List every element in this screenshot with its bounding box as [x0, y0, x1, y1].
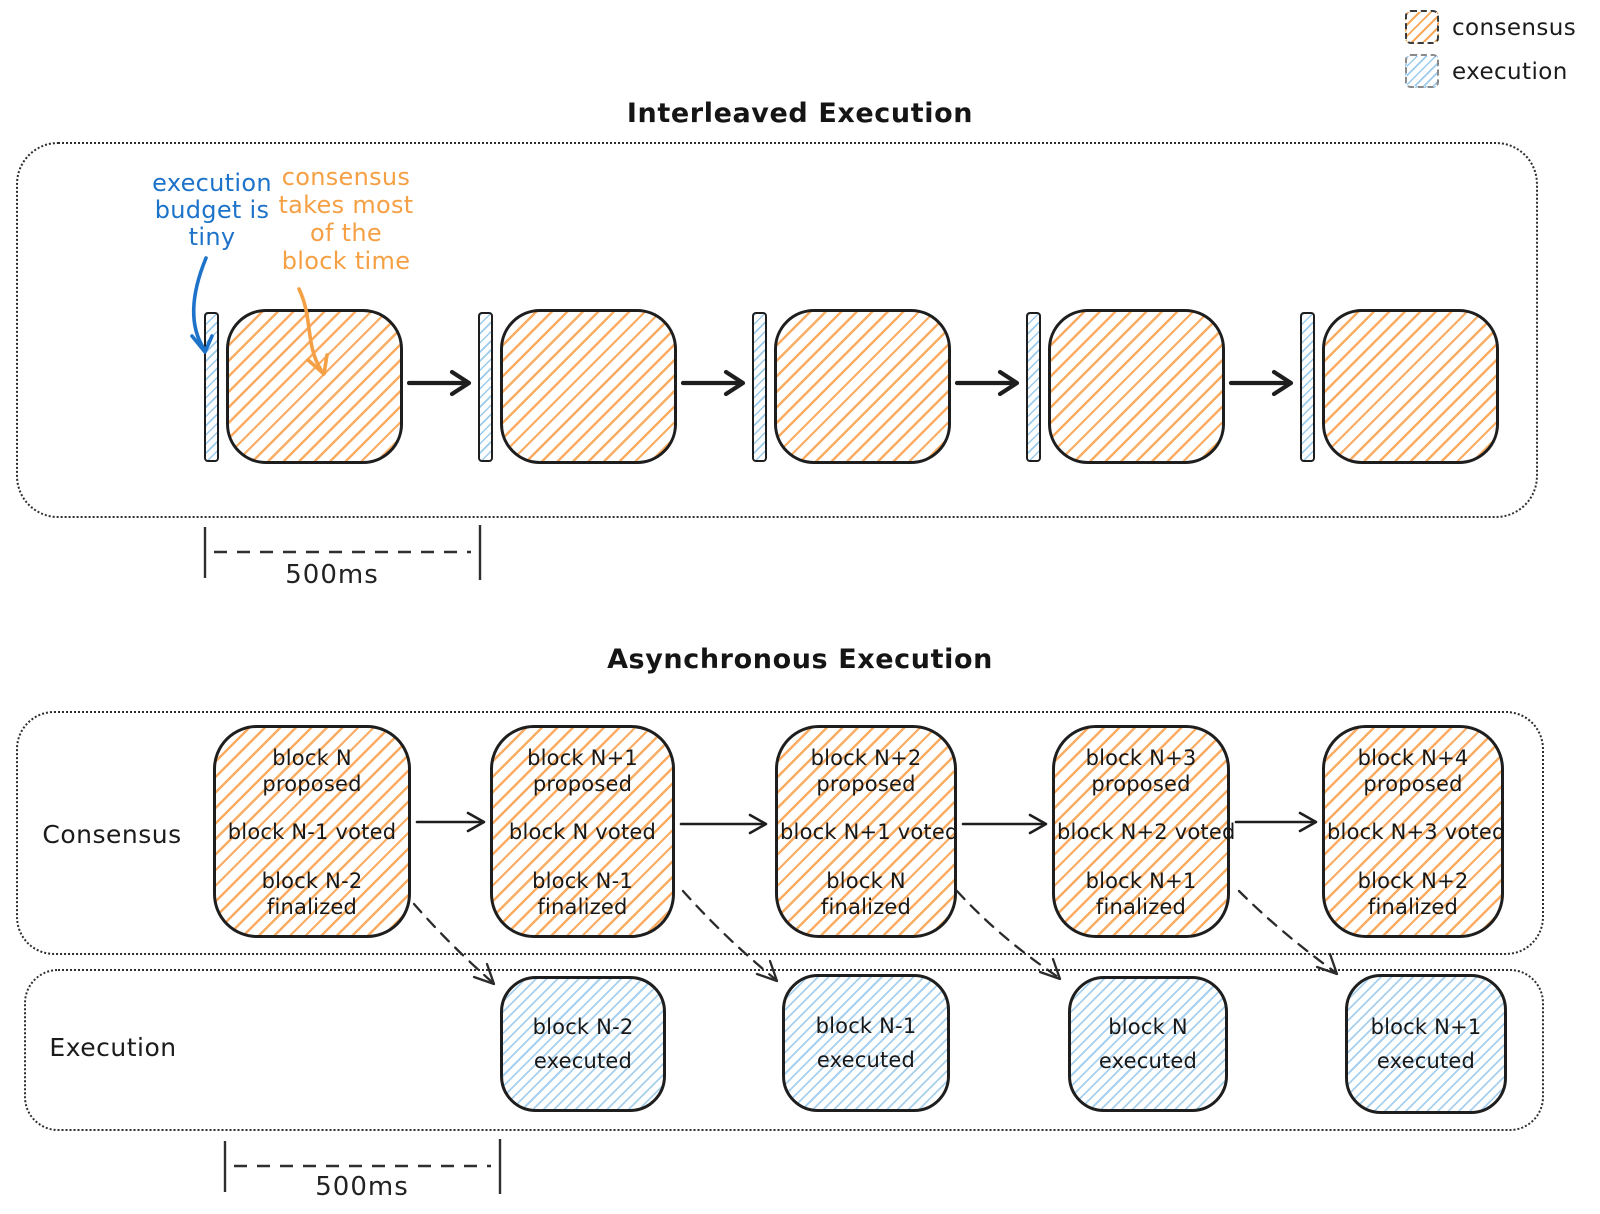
- box-line: block N-1: [532, 868, 633, 893]
- box-line: proposed: [532, 772, 633, 797]
- box-line: finalized: [266, 894, 358, 919]
- consensus-block: [500, 309, 677, 464]
- execution-row-label: Execution: [49, 1033, 177, 1062]
- execution-strip: [478, 312, 493, 462]
- box-line: block N+2: [1357, 868, 1469, 893]
- box-line: proposed: [262, 772, 362, 797]
- box-line: block N-2: [532, 1015, 634, 1040]
- consensus-block: [226, 309, 403, 464]
- legend-consensus-swatch-icon: [1405, 10, 1439, 44]
- proposed-group: block N+2 proposed: [780, 745, 952, 798]
- finalized-group: block N-2 finalized: [218, 868, 406, 921]
- box-line: block N: [826, 868, 906, 893]
- note-line: consensus: [281, 163, 411, 191]
- finalized-group: block N finalized: [780, 868, 952, 921]
- consensus-box: block N+1 proposed block N voted block N…: [490, 725, 675, 938]
- voted-line: block N+2 voted: [1057, 820, 1236, 845]
- finalized-group: block N-1 finalized: [495, 868, 670, 921]
- consensus-block: [774, 309, 951, 464]
- interleaved-container: [16, 142, 1538, 518]
- finalized-group: block N+2 finalized: [1327, 868, 1499, 921]
- box-line: executed: [533, 1048, 633, 1073]
- box-line: block N+1: [527, 746, 638, 770]
- note-line: block time: [281, 247, 411, 275]
- consensus-block: [1048, 309, 1225, 464]
- execution-box: block N executed: [1068, 976, 1228, 1112]
- legend-execution-swatch-icon: [1405, 54, 1439, 88]
- voted-line: block N-1 voted: [227, 820, 397, 845]
- asynchronous-title: Asynchronous Execution: [607, 644, 993, 675]
- consensus-block: [1322, 309, 1499, 464]
- consensus-row-label: Consensus: [42, 820, 182, 849]
- box-line: block N+1: [1085, 868, 1197, 893]
- finalized-group: block N+1 finalized: [1057, 868, 1225, 921]
- consensus-box: block N+2 proposed block N+1 voted block…: [775, 725, 959, 938]
- box-line: finalized: [1095, 894, 1187, 919]
- voted-line: block N voted: [508, 820, 657, 845]
- execution-strip: [204, 312, 219, 462]
- box-line: executed: [1376, 1048, 1476, 1073]
- consensus-box: block N+3 proposed block N+2 voted block…: [1052, 725, 1236, 938]
- proposed-group: block N proposed: [218, 745, 406, 798]
- box-line: block N+2: [810, 746, 922, 770]
- execution-budget-note: execution budget is tiny: [138, 170, 286, 251]
- execution-strip: [1026, 312, 1041, 462]
- execution-box: block N-2 executed: [500, 976, 666, 1112]
- box-line: block N+4: [1357, 746, 1469, 770]
- note-line: tiny: [188, 223, 236, 251]
- box-line: proposed: [816, 772, 916, 797]
- proposed-group: block N+4 proposed: [1327, 745, 1499, 798]
- execution-strip: [1300, 312, 1315, 462]
- box-line: block N: [272, 746, 352, 770]
- box-line: finalized: [537, 894, 628, 919]
- interleaved-ruler-label: 500ms: [285, 560, 379, 590]
- box-line: block N+3: [1085, 746, 1197, 770]
- execution-box: block N-1 executed: [782, 974, 950, 1112]
- note-line: budget is: [154, 196, 270, 224]
- box-line: executed: [1098, 1048, 1198, 1073]
- box-line: block N-2: [261, 868, 363, 893]
- asynchronous-ruler-label: 500ms: [315, 1172, 409, 1202]
- box-line: finalized: [820, 894, 912, 919]
- note-line: takes most: [278, 191, 414, 219]
- box-line: block N: [1108, 1015, 1188, 1040]
- execution-row-container: [24, 969, 1544, 1131]
- consensus-box: block N+4 proposed block N+3 voted block…: [1322, 725, 1506, 938]
- consensus-time-note: consensus takes most of the block time: [272, 163, 420, 275]
- execution-box: block N+1 executed: [1345, 974, 1507, 1114]
- voted-line: block N+3 voted: [1327, 820, 1506, 845]
- note-line: execution: [152, 169, 272, 197]
- interleaved-title: Interleaved Execution: [626, 98, 974, 129]
- proposed-group: block N+1 proposed: [495, 745, 670, 798]
- consensus-row-container: [16, 711, 1544, 955]
- execution-strip: [752, 312, 767, 462]
- voted-line: block N+1 voted: [780, 820, 959, 845]
- box-line: proposed: [1091, 772, 1191, 797]
- proposed-group: block N+3 proposed: [1057, 745, 1225, 798]
- legend-execution-label: execution: [1452, 59, 1568, 85]
- legend-consensus-label: consensus: [1452, 15, 1577, 41]
- box-line: block N+1: [1370, 1015, 1482, 1040]
- box-line: executed: [816, 1047, 916, 1072]
- note-line: of the: [310, 219, 382, 247]
- box-line: block N-1: [815, 1014, 917, 1039]
- consensus-box: block N proposed block N-1 voted block N…: [213, 725, 411, 938]
- box-line: proposed: [1363, 772, 1463, 797]
- box-line: finalized: [1367, 894, 1459, 919]
